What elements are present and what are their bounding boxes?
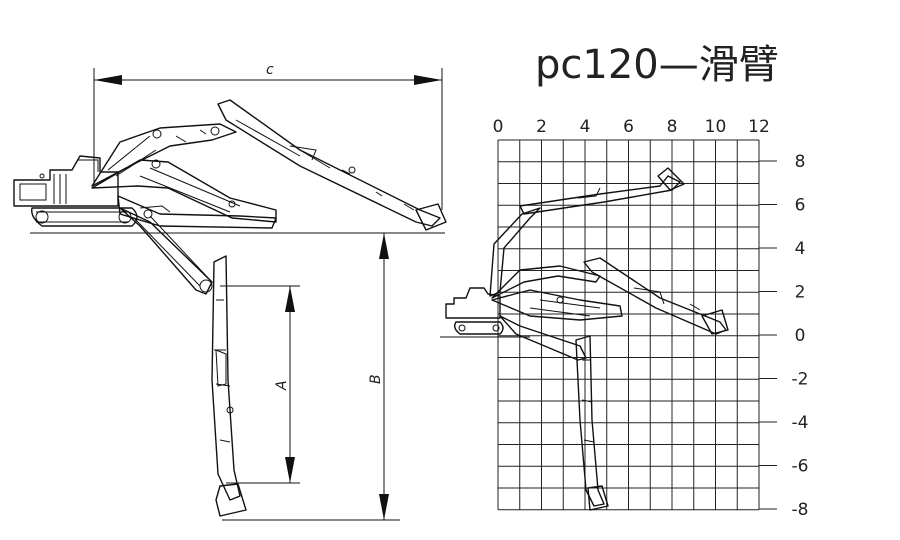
- boom-horizontal: [91, 159, 277, 229]
- dimension-c: c: [93, 62, 443, 210]
- drawing-title: pc120—滑臂: [535, 42, 779, 88]
- y-tick-label: -4: [792, 413, 809, 433]
- working-range-grid: 0 2 4 6 8 10 12 8 6 4 2 0 -2 -4 -6 -8: [440, 117, 808, 520]
- excavator-grid-view-drawing: [440, 167, 729, 511]
- excavator-side-view-drawing: [13, 155, 138, 227]
- x-tick-labels: 0 2 4 6 8 10 12: [493, 117, 770, 137]
- x-tick-label: 8: [667, 117, 678, 137]
- y-tick-label: 0: [795, 326, 806, 346]
- y-tick-labels: 8 6 4 2 0 -2 -4 -6 -8: [759, 152, 808, 520]
- y-tick-label: -6: [792, 457, 809, 477]
- boom-raised: [91, 99, 447, 231]
- y-tick-label: -2: [792, 370, 809, 390]
- x-tick-label: 6: [623, 117, 634, 137]
- dim-c-label: c: [266, 62, 274, 78]
- left-diagram: c: [13, 62, 447, 521]
- x-tick-label: 4: [580, 117, 591, 137]
- dimension-a: A: [220, 285, 300, 484]
- y-tick-label: 8: [795, 152, 806, 172]
- dimension-b: B: [222, 233, 400, 521]
- x-tick-label: 0: [493, 117, 504, 137]
- y-tick-label: 4: [795, 239, 806, 259]
- x-tick-label: 2: [536, 117, 547, 137]
- y-tick-label: 2: [795, 283, 806, 303]
- grid-lines: [497, 139, 760, 511]
- y-tick-label: -8: [792, 500, 809, 520]
- dim-a-label: A: [274, 380, 290, 391]
- y-tick-label: 6: [795, 196, 806, 216]
- x-tick-label: 12: [748, 117, 770, 137]
- x-tick-label: 10: [705, 117, 727, 137]
- dim-b-label: B: [368, 374, 384, 384]
- boom-lowered: [119, 207, 247, 517]
